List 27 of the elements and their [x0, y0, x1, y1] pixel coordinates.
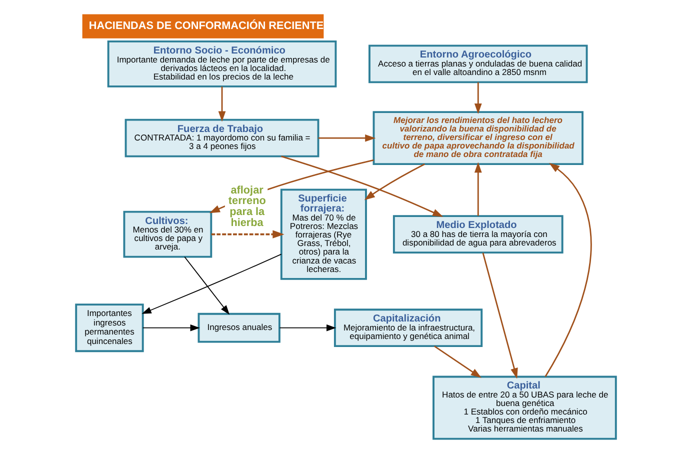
arrow [482, 252, 518, 379]
node-box: Fuerza de Trabajo CONTRATADA: 1 mayordomo con su familia = 3 a 4 peones fijos [124, 118, 320, 158]
arrow [318, 134, 376, 142]
arrow [544, 162, 592, 378]
node-box: Entorno Socio - Económico Importante demanda de leche por parte de empresas de derivados lácteos en la localidad. Estabilidad en los precios de la leche [107, 40, 337, 88]
arrow [364, 163, 425, 200]
arrow [184, 256, 230, 315]
node-box: Capitalización Mejoramiento de la infraestructura, equipamiento y genética animal [334, 308, 483, 348]
arrow [211, 230, 284, 238]
edge-label: aflojar terreno para la hierba [228, 184, 266, 229]
node-box: Mejorar los rendimientos del hato lechero valorizando la buena disponibilidad de terreno, diversificar el ingreso con el cultivo de papa aprovechando la disponibilidad de mano de obra contratada fija [372, 111, 584, 166]
node-box: Superficie forrajera: Mas del 70 % de Potreros: Mezclas forrajeras (Rye Grass, Trébol, otros) para la crianza de vacas lecheras. [280, 188, 367, 280]
node-box: Importantes ingresos permanentes quincenales [75, 304, 144, 352]
arrow [434, 346, 482, 378]
node-box: Capital Hatos de entre 20 a 50 UBAS para leche de buena genética 1 Establos con ordeño mecánico 1 Tanques de enfriamiento Varias herramientas manuales [432, 376, 617, 440]
arrow [474, 82, 482, 114]
arrow [474, 162, 482, 216]
node-box: Cultivos: Menos del 30% en cultivos de papa y arveja. [123, 210, 212, 258]
arrow [279, 324, 336, 332]
arrow [142, 254, 282, 314]
node-box: Entorno Agroecológico Acceso a tierras planas y onduladas de buena calidad en el valle altoandino a 2850 msnm [368, 44, 588, 84]
node-box: Ingresos anuales [198, 312, 280, 343]
arrow [142, 324, 200, 332]
arrow [281, 156, 444, 217]
node-box: Medio Explotado 30 a 80 has de tierra la mayoría con disponibilidad de agua para abrevaderos [392, 215, 564, 254]
diagram-title: HACIENDAS DE CONFORMACIÓN RECIENTE [88, 20, 324, 32]
arrow [218, 86, 226, 122]
